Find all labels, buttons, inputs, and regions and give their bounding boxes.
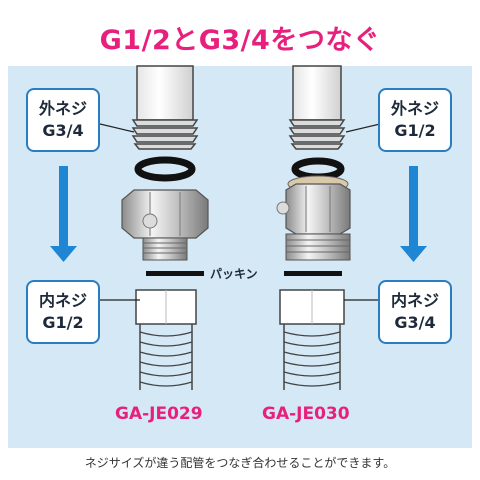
right-lower-hose: [279, 289, 345, 390]
right-adapter-fitting: [276, 175, 351, 261]
packing-label: パッキン: [210, 267, 258, 281]
left-adapter-fitting: [121, 189, 209, 261]
left-lower-hose: [135, 289, 197, 390]
right-upper-pipe: [288, 65, 346, 150]
left-bottom-label: 内ネジ G1/2: [26, 280, 100, 344]
right-top-label-size: G1/2: [394, 121, 436, 140]
left-top-label-type: 外ネジ: [38, 99, 87, 118]
left-top-label: 外ネジ G3/4: [26, 88, 100, 152]
right-model-number: GA-JE030: [262, 404, 350, 424]
footer-caption: ネジサイズが違う配管をつなぎ合わせることができます。: [84, 456, 396, 470]
right-top-label-type: 外ネジ: [390, 99, 439, 118]
page-title: G1/2とG3/4をつなぐ: [99, 25, 381, 56]
left-down-arrow-icon: [50, 166, 77, 262]
right-top-label: 外ネジ G1/2: [378, 88, 452, 152]
right-bottom-label-size: G3/4: [394, 313, 436, 332]
right-washer: [291, 157, 345, 181]
right-bottom-label: 内ネジ G3/4: [378, 280, 452, 344]
pointer-lines: [99, 123, 381, 301]
left-model-number: GA-JE029: [115, 404, 203, 424]
left-upper-pipe: [131, 65, 199, 150]
left-washer: [134, 156, 196, 182]
right-bottom-label-type: 内ネジ: [390, 291, 439, 310]
left-packing-bar: [146, 271, 204, 276]
right-down-arrow-icon: [400, 166, 427, 262]
right-packing-bar: [284, 271, 342, 276]
left-top-label-size: G3/4: [42, 121, 84, 140]
left-bottom-label-size: G1/2: [42, 313, 84, 332]
left-bottom-label-type: 内ネジ: [38, 291, 87, 310]
